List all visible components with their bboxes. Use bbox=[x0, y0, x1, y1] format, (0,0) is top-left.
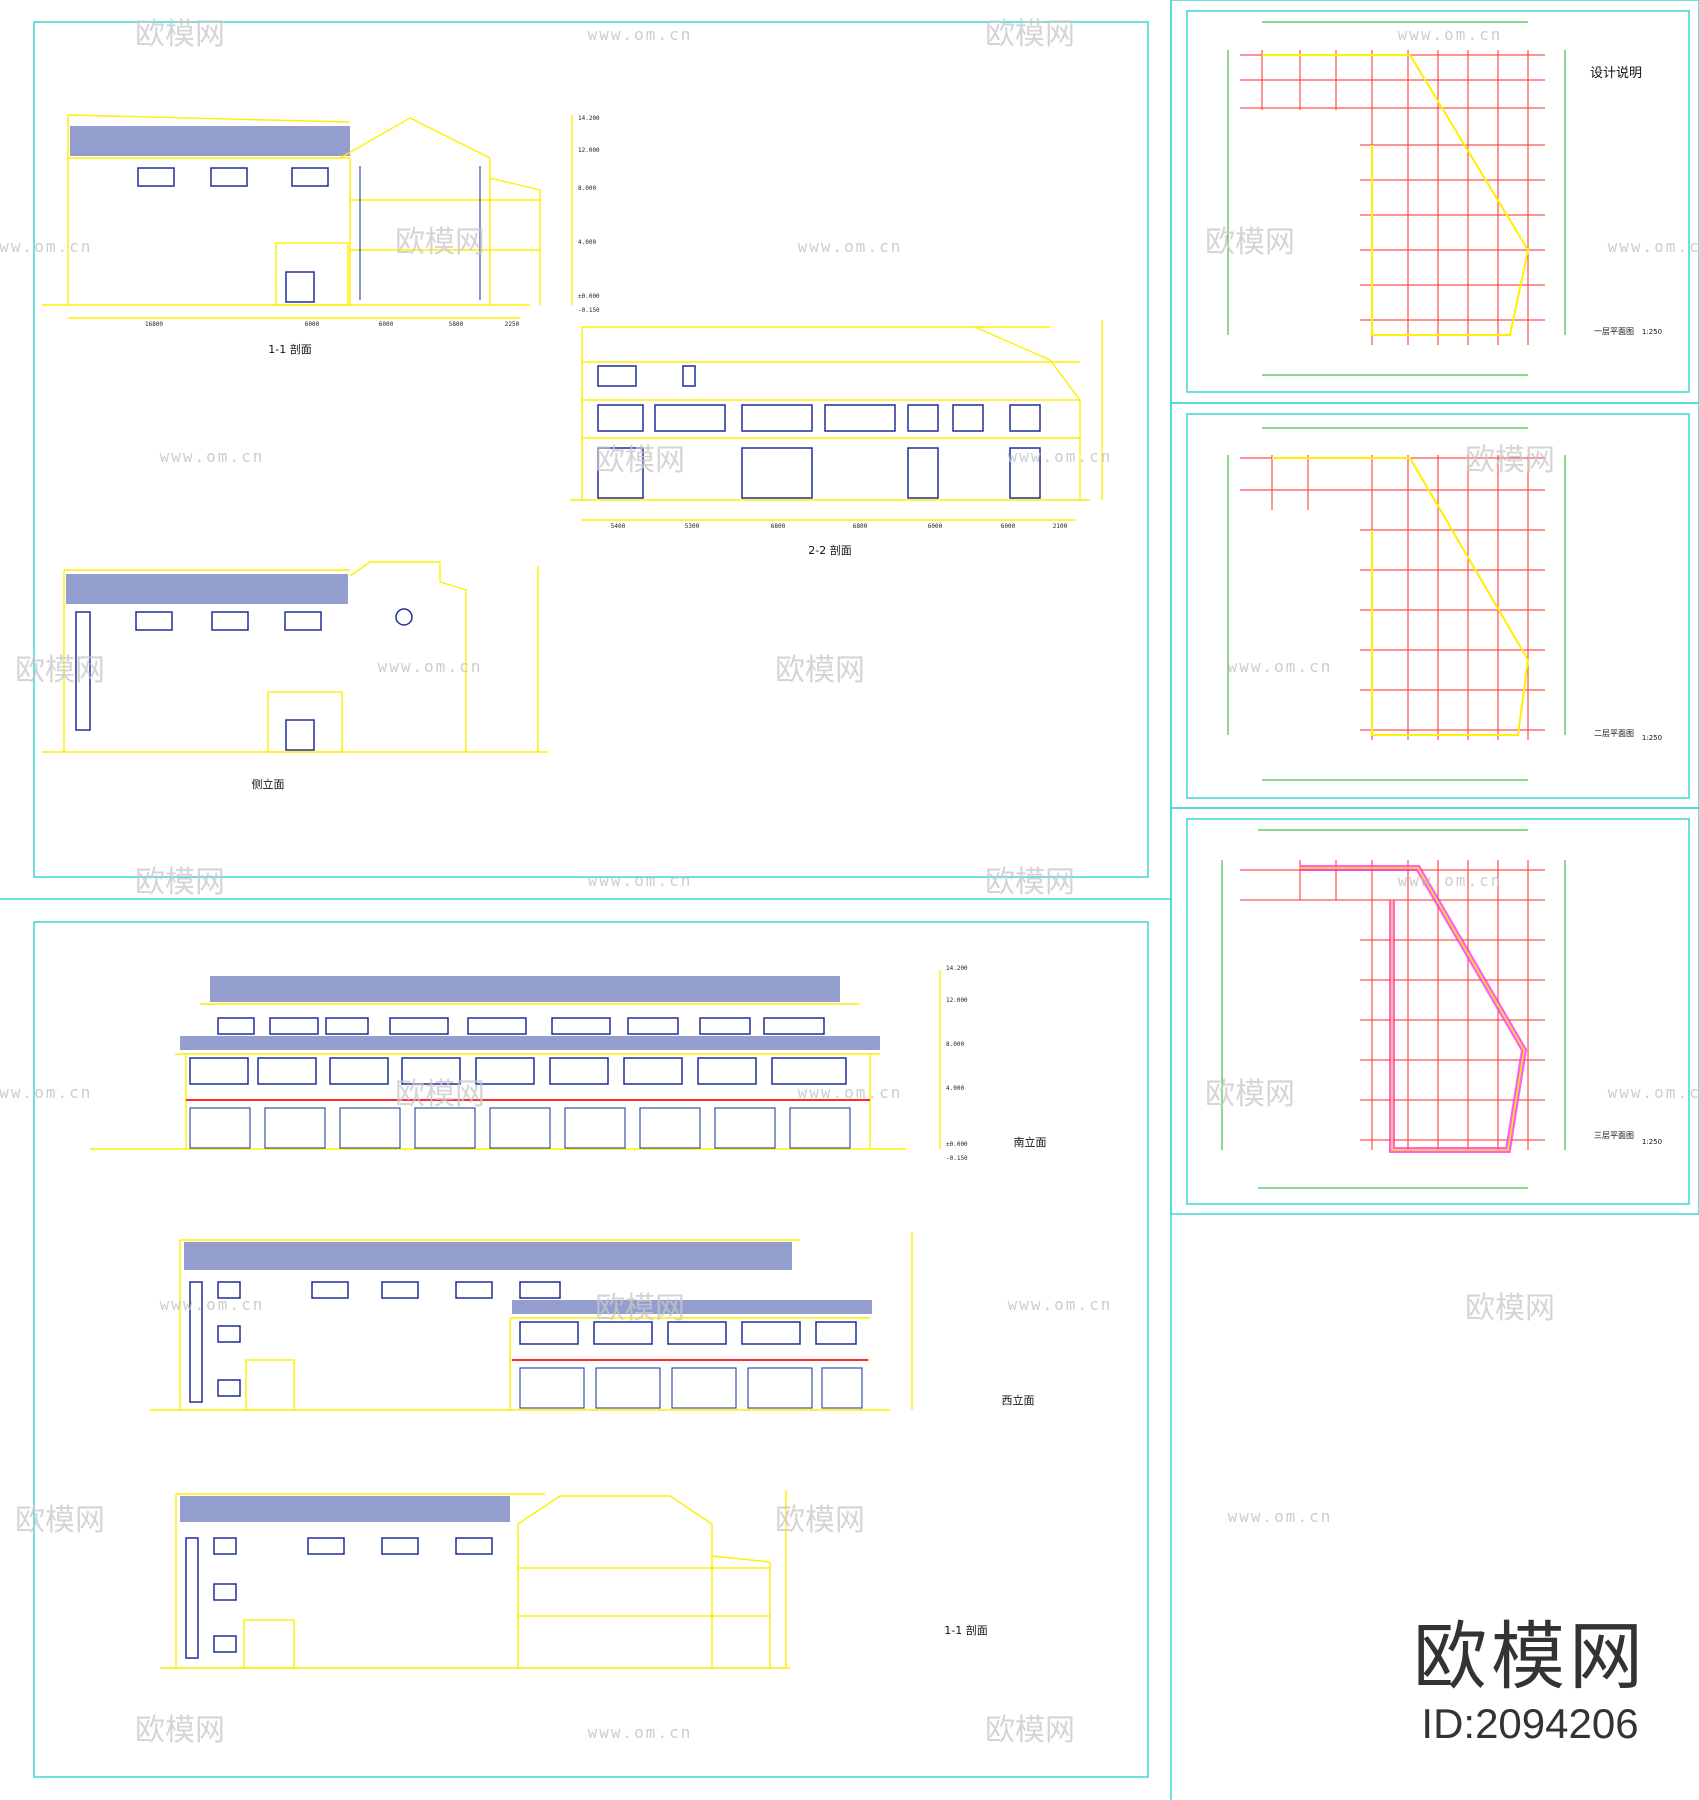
dim-value: 6000 bbox=[379, 321, 394, 328]
watermark-brand: 欧模网 bbox=[985, 17, 1075, 52]
watermark-brand: 欧模网 bbox=[15, 653, 105, 688]
section-1-1-bottom: 1-1 剖面 bbox=[160, 1490, 988, 1669]
watermark-brand: 欧模网 bbox=[595, 1291, 685, 1326]
watermark-url: www.om.cn bbox=[160, 1295, 265, 1314]
label-plan-1-scale: 1:250 bbox=[1642, 328, 1662, 336]
watermark-url: www.om.cn bbox=[1008, 1295, 1113, 1314]
dim-value: 5800 bbox=[449, 321, 464, 328]
watermark-url: www.om.cn bbox=[160, 447, 265, 466]
watermark-brand: 欧模网 bbox=[135, 865, 225, 900]
dim-value: 5400 bbox=[611, 523, 626, 530]
watermark-layer: 欧模网 欧模网 欧模网 欧模网 欧模网 欧模网 欧模网 欧模网 欧模网 欧模网 … bbox=[0, 17, 1699, 1748]
label-south-elevation: 南立面 bbox=[1014, 1135, 1047, 1149]
section-2-2: 2-2 剖面 5400 5300 6800 6800 6000 6000 210… bbox=[570, 320, 1103, 557]
watermark-url: www.om.cn bbox=[798, 1083, 903, 1102]
elevation-mark: ±0.000 bbox=[578, 293, 600, 300]
watermark-brand: 欧模网 bbox=[775, 653, 865, 688]
dimension-row-section-top: 16800 6000 6000 5800 2250 bbox=[145, 321, 520, 328]
elevation-mark: ±0.000 bbox=[946, 1141, 968, 1148]
watermark-brand: 欧模网 bbox=[1465, 1291, 1555, 1326]
elevation-mark: 8.000 bbox=[946, 1041, 964, 1048]
elevation-mark: 12.000 bbox=[578, 147, 600, 154]
floor-plan-2: 二层平面图 1:250 bbox=[1227, 427, 1662, 781]
watermark-url: www.om.cn bbox=[1228, 657, 1333, 676]
brand-name: 欧模网 bbox=[1413, 1614, 1647, 1700]
elevation-mark: 4.000 bbox=[946, 1085, 964, 1092]
label-section-2-2: 2-2 剖面 bbox=[808, 543, 851, 557]
label-side-elevation: 侧立面 bbox=[252, 777, 285, 791]
floor-plan-1: 一层平面图 1:250 bbox=[1227, 21, 1662, 376]
label-plan-2: 二层平面图 bbox=[1594, 729, 1634, 738]
watermark-url: www.om.cn bbox=[1398, 25, 1503, 44]
watermark-brand: 欧模网 bbox=[135, 17, 225, 52]
dimension-row-section-22: 5400 5300 6800 6800 6000 6000 2100 bbox=[611, 523, 1068, 530]
design-notes-title: 设计说明 bbox=[1590, 66, 1643, 81]
label-west-elevation: 西立面 bbox=[1002, 1393, 1035, 1407]
watermark-brand: 欧模网 bbox=[775, 1503, 865, 1538]
watermark-url: www.om.cn bbox=[588, 1723, 693, 1742]
elevation-mark: 4.000 bbox=[578, 239, 596, 246]
dim-value: 6000 bbox=[928, 523, 943, 530]
dim-value: 16800 bbox=[145, 321, 163, 328]
watermark-url: www.om.cn bbox=[0, 1083, 92, 1102]
label-plan-1: 一层平面图 bbox=[1594, 327, 1634, 336]
watermark-url: www.om.cn bbox=[1608, 237, 1699, 256]
side-elevation: 侧立面 bbox=[42, 561, 548, 791]
watermark-brand: 欧模网 bbox=[1465, 443, 1555, 478]
watermark-url: www.om.cn bbox=[798, 237, 903, 256]
dim-value: 2100 bbox=[1053, 523, 1068, 530]
watermark-url: www.om.cn bbox=[588, 871, 693, 890]
watermark-brand: 欧模网 bbox=[135, 1713, 225, 1748]
elevation-mark: -0.150 bbox=[946, 1155, 968, 1162]
watermark-url: www.om.cn bbox=[1008, 447, 1113, 466]
dim-value: 6000 bbox=[1001, 523, 1016, 530]
elevation-marks-section-top: 14.200 12.000 8.000 4.000 ±0.000 -0.150 bbox=[578, 115, 600, 314]
watermark-brand: 欧模网 bbox=[1205, 225, 1295, 260]
label-plan-3-scale: 1:250 bbox=[1642, 1138, 1662, 1146]
watermark-url: www.om.cn bbox=[588, 25, 693, 44]
dim-value: 2250 bbox=[505, 321, 520, 328]
elevation-mark: 14.200 bbox=[946, 965, 968, 972]
section-1-1-top: 1-1 剖面 16800 6000 6000 5800 2250 14.200 … bbox=[42, 114, 600, 356]
dim-value: 5300 bbox=[685, 523, 700, 530]
watermark-brand: 欧模网 bbox=[395, 225, 485, 260]
model-id: ID:2094206 bbox=[1421, 1700, 1639, 1747]
watermark-url: www.om.cn bbox=[0, 237, 92, 256]
elevation-marks-south: 14.200 12.000 8.000 4.000 ±0.000 -0.150 bbox=[946, 965, 968, 1162]
watermark-brand: 欧模网 bbox=[595, 443, 685, 478]
watermark-brand: 欧模网 bbox=[395, 1077, 485, 1112]
elevation-mark: 8.000 bbox=[578, 185, 596, 192]
south-elevation: 南立面 14.200 12.000 8.000 4.000 ±0.000 -0.… bbox=[90, 965, 1047, 1162]
label-section-1-1-top: 1-1 剖面 bbox=[268, 342, 311, 356]
west-elevation: 西立面 bbox=[150, 1232, 1035, 1411]
elevation-mark: 14.200 bbox=[578, 115, 600, 122]
label-section-1-1-bottom: 1-1 剖面 bbox=[944, 1623, 987, 1637]
watermark-brand: 欧模网 bbox=[1205, 1077, 1295, 1112]
watermark-brand: 欧模网 bbox=[985, 865, 1075, 900]
label-plan-2-scale: 1:250 bbox=[1642, 734, 1662, 742]
elevation-mark: 12.000 bbox=[946, 997, 968, 1004]
dim-value: 6800 bbox=[771, 523, 786, 530]
watermark-url: www.om.cn bbox=[1228, 1507, 1333, 1526]
brand-badge: 欧模网 ID:2094206 bbox=[1413, 1620, 1647, 1748]
watermark-brand: 欧模网 bbox=[15, 1503, 105, 1538]
watermark-url: www.om.cn bbox=[1398, 871, 1503, 890]
watermark-url: www.om.cn bbox=[378, 657, 483, 676]
design-notes: 设计说明 bbox=[1590, 62, 1699, 81]
label-plan-3: 三层平面图 bbox=[1594, 1131, 1634, 1140]
floor-plan-3: 三层平面图 1:250 bbox=[1221, 829, 1662, 1189]
dim-value: 6000 bbox=[305, 321, 320, 328]
watermark-brand: 欧模网 bbox=[985, 1713, 1075, 1748]
dim-value: 6800 bbox=[853, 523, 868, 530]
elevation-mark: -0.150 bbox=[578, 307, 600, 314]
watermark-url: www.om.cn bbox=[1608, 1083, 1699, 1102]
